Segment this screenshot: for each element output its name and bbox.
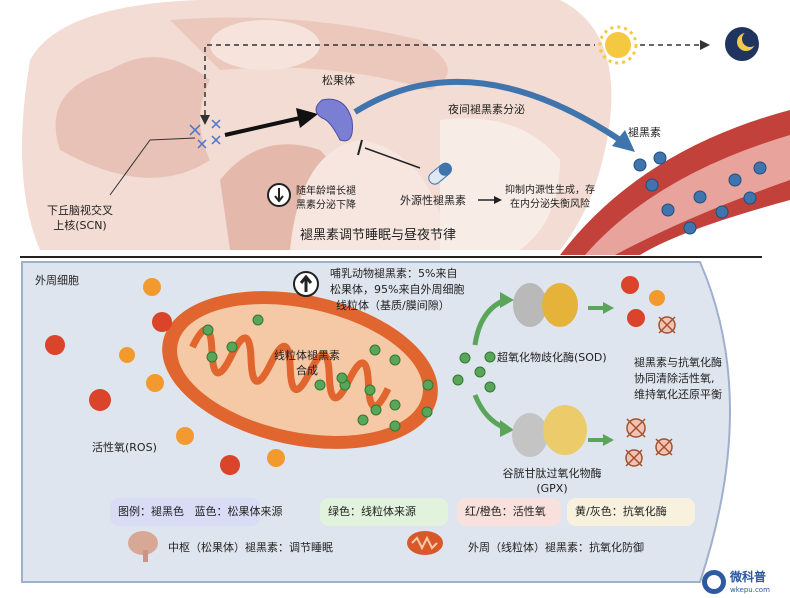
- gpx-enzyme-icon: [512, 405, 587, 457]
- sod-label: 超氧化物歧化酶(SOD): [497, 351, 607, 364]
- melatonin-label: 褪黑素: [628, 126, 661, 139]
- pineal-gland: [315, 98, 353, 142]
- watermark-site: wkepu.com: [730, 586, 770, 594]
- mito-synthesis-line1: 线粒体褪黑素: [274, 349, 340, 362]
- synergy-line1: 褪黑素与抗氧化酶: [634, 356, 722, 369]
- blood-vessel: [560, 110, 790, 255]
- risk-text: 抑制内源性生成，存在内分泌失衡风险: [505, 184, 595, 212]
- scn-label: 下丘脑视交叉上核(SCN): [35, 203, 125, 233]
- source-line3: 线粒体（基质/膜间隙）: [336, 299, 450, 312]
- source-line2: 松果体，95%来自外周细胞: [330, 283, 465, 296]
- ros-icons: [45, 276, 676, 475]
- synergy-line3: 维持氧化还原平衡: [634, 388, 722, 401]
- watermark-logo-icon: [702, 570, 726, 594]
- age-decline-text: 随年龄增长褪黑素分泌下降: [296, 185, 356, 213]
- brain-illustration: [22, 0, 612, 250]
- peripheral-legend-text: 外周（线粒体）褪黑素：抗氧化防御: [468, 541, 644, 554]
- central-legend-text: 中枢（松果体）褪黑素：调节睡眠: [168, 541, 333, 554]
- ros-label: 活性氧(ROS): [92, 441, 157, 454]
- moon-icon: [725, 27, 759, 61]
- pill-icon: [428, 162, 452, 185]
- top-panel-title: 褪黑素调节睡眠与昼夜节律: [300, 228, 457, 243]
- synergy-line2: 协同清除活性氧,: [634, 372, 715, 385]
- gpx-label: 谷胱甘肽过氧化物酶 (GPX): [492, 466, 612, 496]
- night-secretion-label: 夜间褪黑素分泌: [448, 103, 525, 116]
- risk-line2: 在内分泌失衡风险: [510, 199, 590, 210]
- risk-line1: 抑制内源性生成，存: [505, 185, 595, 196]
- watermark-name: 微科普: [730, 570, 767, 584]
- age-decline-line1: 随年龄增长褪: [296, 186, 356, 197]
- sod-enzyme-icon: [513, 283, 578, 327]
- sun-icon: [598, 25, 638, 65]
- exogenous-label: 外源性褪黑素: [400, 194, 466, 207]
- synergy-text: 褪黑素与抗氧化酶协同清除活性氧, 维持氧化还原平衡: [634, 355, 722, 403]
- pineal-label: 松果体: [322, 74, 355, 87]
- legend-green: 绿色：线粒体来源: [320, 498, 448, 526]
- brain-icon: [128, 531, 158, 562]
- gpx-label-line1: 谷胱甘肽过氧化物酶: [502, 467, 602, 480]
- legend-yellow: 黄/灰色：抗氧化酶: [567, 498, 695, 526]
- source-line1: 哺乳动物褪黑素：5%来自: [330, 267, 458, 280]
- age-decline-line2: 黑素分泌下降: [296, 200, 356, 211]
- scn-label-line2: 上核(SCN): [53, 219, 107, 232]
- legend-red: 红/橙色：活性氧: [457, 498, 561, 526]
- legend-blue: 图例：褪黑色 蓝色：松果体来源: [110, 498, 283, 526]
- mito-synthesis-label: 线粒体褪黑素合成: [262, 348, 352, 378]
- peripheral-region-label: 外周细胞: [35, 274, 79, 287]
- source-text: 哺乳动物褪黑素：5%来自松果体，95%来自外周细胞线粒体（基质/膜间隙）: [330, 266, 464, 314]
- scn-label-line1: 下丘脑视交叉: [47, 204, 113, 217]
- mito-synthesis-line2: 合成: [296, 364, 318, 377]
- mitochondrion: [162, 291, 438, 449]
- gpx-label-line2: (GPX): [536, 482, 568, 495]
- scn-neurons-icon: [189, 119, 221, 149]
- mitochondrion-icon: [407, 531, 443, 555]
